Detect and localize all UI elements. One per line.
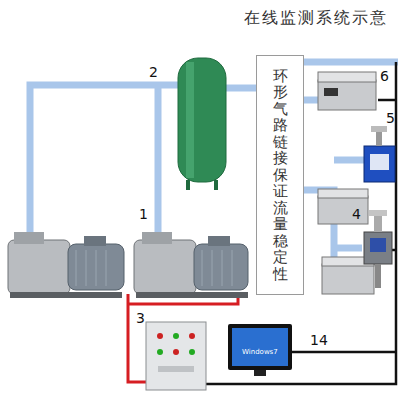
control-cabinet	[146, 322, 206, 390]
air-tank	[178, 58, 226, 190]
node-text: 环形气路链接保证流量稳定性	[273, 68, 288, 283]
callout-number: 5	[386, 110, 395, 126]
callout-number: 14	[310, 332, 328, 348]
callout-number: 6	[380, 68, 389, 84]
screen-text: Windows7	[242, 348, 278, 356]
callout-number: 1	[139, 206, 148, 222]
callout-number: 3	[136, 310, 145, 326]
callout-number: 2	[149, 64, 158, 80]
vacuum-pump	[8, 232, 124, 298]
diagram-title: 在线监测系统示意	[244, 8, 388, 29]
callout-number: 4	[352, 206, 361, 222]
computer-screen	[228, 324, 292, 376]
ring-pipe-box: 环形气路链接保证流量稳定性	[256, 55, 304, 295]
dust-sampler	[364, 126, 395, 182]
vacuum-pump	[134, 232, 248, 298]
sensor-probe	[364, 210, 392, 288]
